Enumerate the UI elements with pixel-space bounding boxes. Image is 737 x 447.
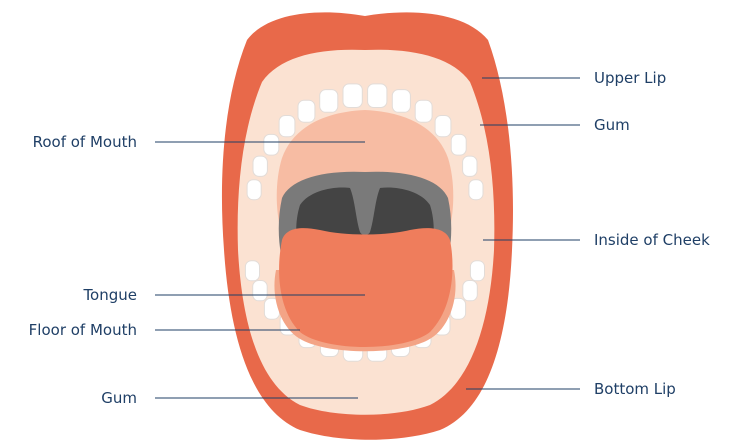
upper-tooth [247, 180, 261, 200]
tongue [279, 228, 452, 347]
upper-tooth [253, 156, 267, 176]
upper-tooth [451, 134, 466, 155]
label-inside-of-cheek: Inside of Cheek [594, 231, 710, 249]
upper-tooth [320, 90, 338, 113]
lower-tooth [245, 261, 259, 281]
label-upper-lip: Upper Lip [594, 69, 666, 87]
upper-tooth [415, 100, 432, 122]
upper-tooth [469, 180, 483, 200]
label-gum-upper: Gum [594, 116, 630, 134]
upper-tooth [279, 116, 295, 137]
upper-tooth [264, 134, 279, 155]
label-tongue: Tongue [82, 286, 137, 304]
upper-tooth [463, 156, 477, 176]
label-bottom-lip: Bottom Lip [594, 380, 676, 398]
upper-tooth [298, 100, 315, 122]
lower-tooth [470, 261, 484, 281]
label-floor-of-mouth: Floor of Mouth [29, 321, 137, 339]
lower-tooth [463, 281, 478, 301]
upper-tooth [368, 84, 387, 108]
label-gum-lower: Gum [101, 389, 137, 407]
upper-tooth [392, 90, 410, 113]
lower-tooth [253, 281, 268, 301]
label-roof-of-mouth: Roof of Mouth [33, 133, 137, 151]
upper-tooth [343, 84, 362, 108]
upper-tooth [435, 116, 451, 137]
